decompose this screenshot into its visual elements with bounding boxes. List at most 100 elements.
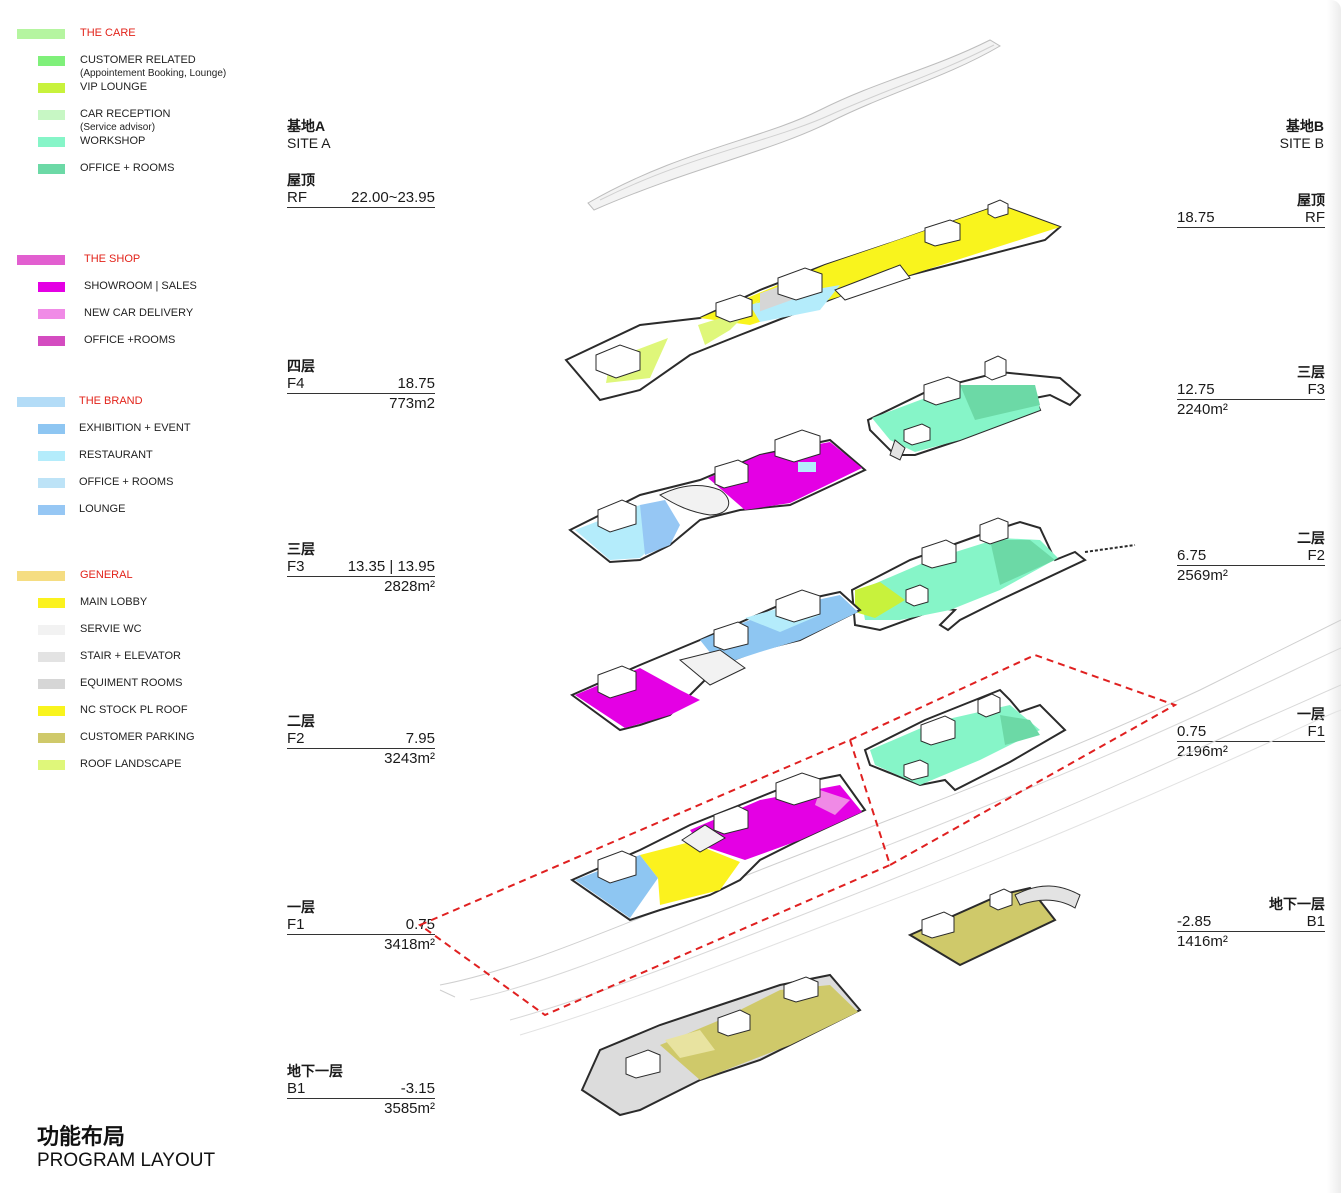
level-elevation: 13.35 | 13.95 <box>347 558 435 575</box>
legend-item-text: CUSTOMER PARKING <box>80 731 195 743</box>
level-code: F3 <box>287 558 305 575</box>
legend-item-text: OFFICE +ROOMS <box>84 334 176 346</box>
legend-item-label: VIP LOUNGE <box>80 81 147 94</box>
legend-item-text: LOUNGE <box>79 503 126 515</box>
legend-item-label: SHOWROOM | SALES <box>84 280 197 293</box>
legend-swatch <box>38 56 65 66</box>
level-code: F4 <box>287 375 305 392</box>
level-name-cn: 二层 <box>1297 530 1325 546</box>
level-name-cn: 屋顶 <box>287 172 315 188</box>
legend-swatch <box>38 625 65 635</box>
level-name-cn: 地下一层 <box>287 1063 343 1079</box>
legend-swatch <box>38 598 65 608</box>
legend-item-text: EQUIMENT ROOMS <box>80 677 183 689</box>
legend-item-label: LOUNGE <box>79 503 125 516</box>
legend-swatch <box>38 164 65 174</box>
legend-item-label: MAIN LOBBY <box>80 596 147 609</box>
site-a-header: 基地A SITE A <box>287 116 435 151</box>
site-b-title-cn: 基地B <box>1285 118 1324 134</box>
legend-item-label: WORKSHOP <box>80 135 145 148</box>
site-a-title-en: SITE A <box>287 135 331 151</box>
legend-swatch <box>38 336 65 346</box>
legend-item-label: RESTAURANT <box>79 449 153 462</box>
legend-swatch <box>38 309 65 319</box>
legend-item-text: MAIN LOBBY <box>80 596 148 608</box>
legend-swatch <box>38 679 65 689</box>
level-code: RF <box>1305 209 1325 226</box>
legend-item-text: RESTAURANT <box>79 449 153 461</box>
level-area: 2569m² <box>1177 567 1228 584</box>
legend-item-label: EXHIBITION + EVENT <box>79 422 191 435</box>
legend-item-label: OFFICE +ROOMS <box>84 334 175 347</box>
level-name-cn: 三层 <box>287 541 315 557</box>
level-code: RF <box>287 189 307 206</box>
level-code: F2 <box>1307 547 1325 564</box>
legend-item-text: NC STOCK PL ROOF <box>80 704 188 716</box>
legend-swatch <box>38 424 65 434</box>
level-elevation-row: 6.75 F2 <box>1177 547 1325 566</box>
legend-swatch <box>38 83 65 93</box>
legend-swatch <box>38 733 65 743</box>
level-label-f2: 二层 6.75 F2 2569m² <box>1177 528 1325 584</box>
level-code: B1 <box>1306 913 1325 930</box>
level-elevation-row: F4 18.75 <box>287 375 435 394</box>
program-title-en: PROGRAM LAYOUT <box>37 1150 216 1171</box>
legend-swatch <box>38 478 65 488</box>
level-elevation-row: F3 13.35 | 13.95 <box>287 558 435 577</box>
level-code: F1 <box>287 916 305 933</box>
legend-swatch <box>38 760 65 770</box>
legend-swatch <box>17 255 65 265</box>
level-name-cn: 地下一层 <box>1269 896 1325 912</box>
program-title-cn: 功能布局 <box>37 1124 126 1149</box>
site-a-rf-floor <box>564 199 1062 402</box>
legend-item-text: SHOWROOM | SALES <box>84 280 197 292</box>
level-elevation: 7.95 <box>405 730 435 747</box>
level-name-cn: 四层 <box>287 358 315 374</box>
level-elevation-row: B1 -3.15 <box>287 1080 435 1099</box>
site-a-title-cn: 基地A <box>287 118 326 134</box>
legend-item-label: OFFICE + ROOMS <box>79 476 173 489</box>
legend-item-text: ROOF LANDSCAPE <box>80 758 182 770</box>
legend-item-text: SERVIE WC <box>80 623 142 635</box>
legend-item-label: ROOF LANDSCAPE <box>80 758 181 771</box>
legend-group-title: THE BRAND <box>79 395 143 407</box>
level-code: B1 <box>287 1080 306 1097</box>
legend-group-title: GENERAL <box>80 569 133 581</box>
legend-item-label: SERVIE WC <box>80 623 142 636</box>
site-a-f3-floor <box>570 589 862 732</box>
legend-item-text: NEW CAR DELIVERY <box>84 307 194 319</box>
level-name-cn: 三层 <box>1297 364 1325 380</box>
level-area: 3418m² <box>384 936 435 953</box>
legend-item-label: EQUIMENT ROOMS <box>80 677 182 690</box>
level-elevation: 18.75 <box>397 375 435 392</box>
level-name-cn: 一层 <box>1297 706 1325 722</box>
legend-swatch <box>38 505 65 515</box>
level-name-cn: 二层 <box>287 713 315 729</box>
legend-item-label: NC STOCK PL ROOF <box>80 704 188 717</box>
level-elevation: 18.75 <box>1177 209 1215 226</box>
level-elevation-row: 18.75 RF <box>1177 209 1325 228</box>
legend-item-subtext: (Appointement Booking, Lounge) <box>80 68 227 79</box>
level-area: 3585m² <box>384 1100 435 1117</box>
site-b-f3-floor <box>866 355 1082 461</box>
level-elevation: -3.15 <box>400 1080 435 1097</box>
level-elevation: 6.75 <box>1177 547 1207 564</box>
legend-item-text: CAR RECEPTION <box>80 108 171 120</box>
site-boundary-dashed <box>417 653 1178 1017</box>
legend-item-text: EXHIBITION + EVENT <box>79 422 191 434</box>
site-a-f4-floor <box>568 429 867 564</box>
legend-item-text: OFFICE + ROOMS <box>80 162 175 174</box>
level-area: 2196m² <box>1177 743 1228 760</box>
